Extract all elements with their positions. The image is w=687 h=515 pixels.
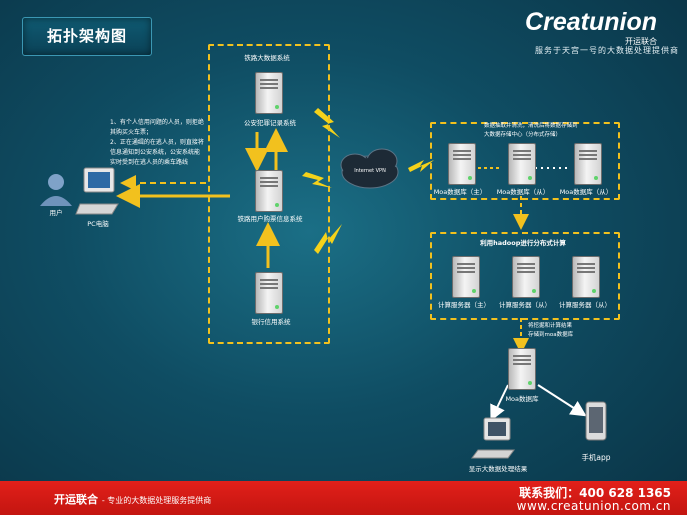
ticket-system-label: 铁路用户购票信息系统 <box>237 215 303 223</box>
compute-slave1-label: 计算服务器（从） <box>499 301 551 309</box>
lightning-bolt-4 <box>408 160 434 172</box>
footer-company-name: 开运联合 <box>54 493 98 506</box>
moa-slave1-server-icon <box>508 143 536 185</box>
railway-notes: 1、有个人信用问题的人员，则拒绝 其购买火车票； 2、正在通缉的在逃人员，则直接… <box>110 118 210 168</box>
moa-slave2-server-icon <box>574 143 602 185</box>
footer-bar <box>0 481 687 515</box>
note-line: 其购买火车票； <box>110 129 153 136</box>
compute-master-server-icon <box>452 256 480 298</box>
moa-master-label: Moa数据库（主） <box>433 188 487 196</box>
lightning-bolt-2 <box>302 172 332 188</box>
brand-slogan: 服务于天宫一号的大数据处理提供商 <box>535 46 679 55</box>
lightning-bolt-1 <box>314 108 340 138</box>
title-box: 拓扑架构图 <box>22 17 152 56</box>
pc-computer-icon <box>75 167 119 215</box>
moa-storage-box <box>430 122 620 200</box>
moa-slave1-label: Moa数据库（从） <box>496 188 550 196</box>
bank-server-icon <box>255 272 283 314</box>
ticket-server-icon <box>255 170 283 212</box>
brand-logo-text: Creatunion <box>525 8 657 36</box>
moa-master-server-icon <box>448 143 476 185</box>
footer-company: 开运联合 - 专业的大数据处理服务提供商 <box>54 491 211 507</box>
mobile-label: 手机app <box>581 453 611 462</box>
compute-slave1-server-icon <box>512 256 540 298</box>
moa-db-label: Moa数据库 <box>505 395 539 403</box>
page-title: 拓扑架构图 <box>46 27 127 45</box>
cloud-icon <box>340 148 399 189</box>
moa-db-server-icon <box>508 348 536 390</box>
footer-contact: 联系我们：400 628 1365 <box>519 486 671 500</box>
result-note-line: 将挖掘和计算结果 <box>528 323 573 329</box>
compute-master-label: 计算服务器（主） <box>438 301 490 309</box>
footer-slogan: 专业的大数据处理服务提供商 <box>107 496 212 505</box>
hadoop-compute-box <box>430 232 620 320</box>
result-note-line: 存储到moa数据库 <box>528 332 574 338</box>
hadoop-title: 利用hadoop进行分布式计算 <box>480 239 566 247</box>
display-label: 显示大数据处理结果 <box>468 465 528 473</box>
pc-label: PC电脑 <box>87 220 109 228</box>
railway-system-title: 铁路大数据系统 <box>244 54 290 62</box>
note-line: 1、有个人信用问题的人员，则拒绝 <box>110 119 204 126</box>
arrow-moadb-to-mobile <box>537 384 587 417</box>
note-line: 实时受到在逃人员的乘车路线 <box>110 159 189 166</box>
bank-system-label: 银行信用系统 <box>251 318 291 326</box>
footer-url[interactable]: www.creatunion.com.cn <box>516 499 671 513</box>
note-line: 信息通知到公安系统，公安系统能 <box>110 149 201 156</box>
railway-system-box <box>208 44 330 344</box>
footer-dash: - <box>101 496 108 505</box>
result-note: 将挖掘和计算结果 存储到moa数据库 <box>528 322 608 340</box>
moa-storage-desc: 数据抽取并清洗，清洗后将数据存储到 大数据存储中心（分布式存储） <box>484 122 624 140</box>
police-server-icon <box>255 72 283 114</box>
mobile-phone-icon <box>585 401 607 441</box>
compute-slave2-label: 计算服务器（从） <box>559 301 611 309</box>
user-label: 用户 <box>49 209 63 217</box>
note-line: 2、正在通缉的在逃人员，则直接将 <box>110 139 204 146</box>
user-icon <box>40 174 72 206</box>
arrow-moadb-to-display <box>490 384 509 422</box>
police-system-label: 公安犯罪记录系统 <box>244 119 296 127</box>
cloud-label: Internet VPN <box>354 168 386 174</box>
brand-cn: 开运联合 <box>625 37 657 46</box>
compute-slave2-server-icon <box>572 256 600 298</box>
moa-desc-line: 数据抽取并清洗，清洗后将数据存储到 <box>484 123 578 129</box>
moa-desc-line: 大数据存储中心（分布式存储） <box>484 132 562 138</box>
display-computer-icon <box>471 417 515 459</box>
moa-slave2-label: Moa数据库（从） <box>559 188 613 196</box>
